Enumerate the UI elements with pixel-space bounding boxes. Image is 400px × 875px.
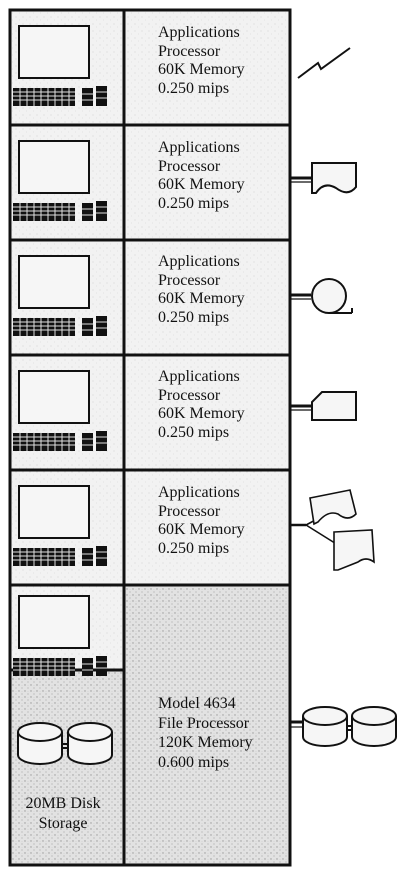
processor-1-label: Applications Processor 60K Memory 0.250 … — [158, 24, 245, 98]
processor-speed: 0.250 mips — [158, 423, 230, 441]
processor-speed: 0.250 mips — [158, 308, 230, 326]
processor-memory: 60K Memory — [158, 290, 245, 307]
processor-speed: 0.250 mips — [158, 79, 230, 97]
processor-memory: 60K Memory — [158, 176, 245, 193]
processor-3-label: Applications Processor 60K Memory 0.250 … — [158, 253, 245, 327]
file-processor-speed: 0.600 mips — [158, 753, 230, 771]
file-processor-label: Model 4634 File Processor 120K Memory 0.… — [158, 694, 253, 772]
file-processor-memory: 120K Memory — [158, 734, 253, 751]
processor-type-line1: Applications — [158, 139, 240, 156]
processor-memory: 60K Memory — [158, 521, 245, 538]
disk-storage-capacity: 20MB Disk — [25, 795, 101, 812]
disk-storage-word: Storage — [38, 815, 88, 832]
dual-printer-icon — [290, 489, 375, 571]
processor-memory: 60K Memory — [158, 61, 245, 78]
file-processor-model: Model 4634 — [158, 695, 236, 712]
processor-speed: 0.250 mips — [158, 539, 230, 557]
processor-4-label: Applications Processor 60K Memory 0.250 … — [158, 368, 245, 442]
processor-memory: 60K Memory — [158, 405, 245, 422]
card-reader-icon — [290, 391, 357, 421]
tape-reel-icon — [290, 278, 353, 314]
processor-type-line2: Processor — [158, 502, 221, 520]
processor-type-line1: Applications — [158, 484, 240, 501]
processor-speed: 0.250 mips — [158, 194, 230, 212]
processor-2-label: Applications Processor 60K Memory 0.250 … — [158, 139, 245, 213]
processor-type-line1: Applications — [158, 253, 240, 270]
disk-storage-label: 20MB Disk Storage — [14, 794, 112, 834]
processor-type-line2: Processor — [158, 271, 221, 289]
disk-drive-icon — [17, 722, 113, 765]
communications-link-icon — [297, 47, 351, 79]
document-printer-icon — [290, 162, 357, 194]
processor-5-label: Applications Processor 60K Memory 0.250 … — [158, 484, 245, 558]
processor-type-line1: Applications — [158, 24, 240, 41]
processor-type-line2: Processor — [158, 386, 221, 404]
processor-type-line2: Processor — [158, 42, 221, 60]
processor-type-line1: Applications — [158, 368, 240, 385]
dual-disk-drive-icon — [290, 706, 397, 747]
file-processor-name: File Processor — [158, 714, 250, 732]
processor-type-line2: Processor — [158, 157, 221, 175]
